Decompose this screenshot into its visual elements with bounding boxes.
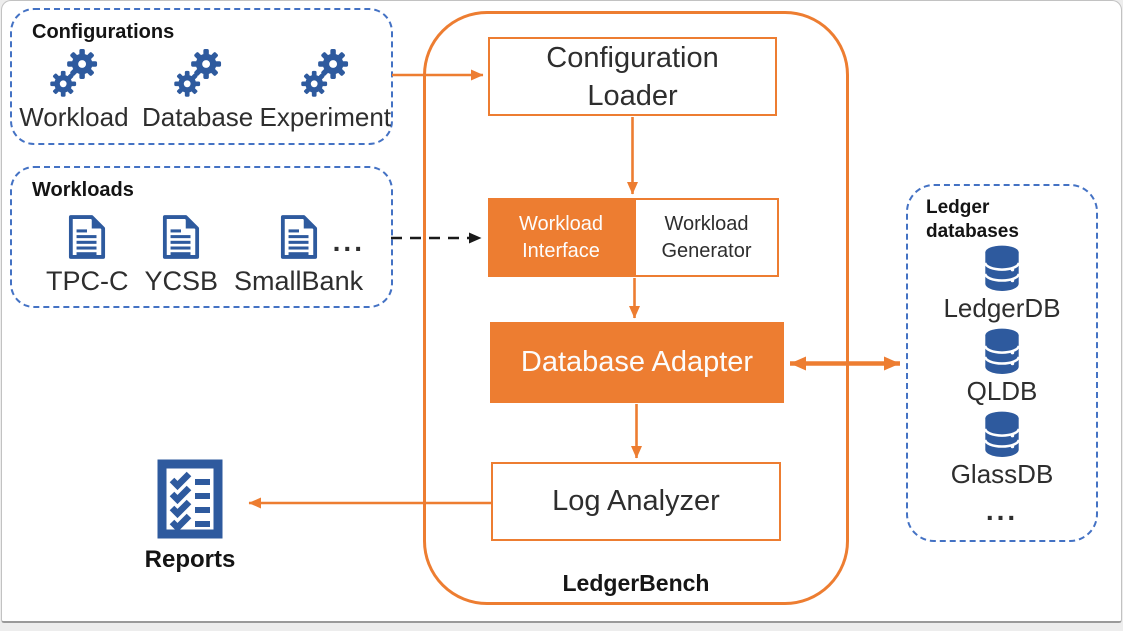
ledger-db-item-label: LedgerDB [943, 293, 1061, 323]
database-icon [984, 244, 1020, 292]
workload-interface-box: Workload Interface [488, 198, 634, 277]
ledger-databases-items: LedgerDB QLDB GlassDB ... [908, 244, 1096, 527]
database-adapter-box: Database Adapter [490, 322, 784, 403]
reports-group: Reports [130, 459, 250, 574]
reports-label: Reports [144, 546, 236, 573]
configuration-item-database: Database [136, 46, 260, 133]
workload-item-ycsb: YCSB [144, 214, 219, 297]
workloads-panel: Workloads TPC-C YCSB SmallBank ... [10, 166, 393, 308]
workload-item-tpcc: TPC-C [46, 214, 129, 297]
configurations-items: Workload Database Experiment [12, 46, 391, 133]
gears-icon [171, 46, 225, 100]
document-icon [280, 214, 318, 259]
configurations-title: Configurations [32, 21, 175, 43]
ledger-databases-title: Ledger databases [926, 197, 1019, 242]
gears-icon [47, 46, 101, 100]
database-icon [984, 327, 1020, 375]
database-icon [984, 410, 1020, 458]
ledger-db-item-label: GlassDB [950, 459, 1054, 489]
workloads-ellipsis: ... [332, 226, 365, 257]
ledgerbench-label: LedgerBench [562, 570, 710, 596]
ledger-databases-ellipsis: ... [985, 495, 1019, 526]
ledger-db-item-glassdb: GlassDB [950, 410, 1054, 493]
configuration-item-workload: Workload [12, 46, 136, 133]
configuration-item-label: Database [141, 102, 254, 132]
workload-item-label: TPC-C [46, 266, 129, 296]
workloads-items: TPC-C YCSB SmallBank [46, 214, 363, 297]
log-analyzer-box: Log Analyzer [491, 462, 781, 541]
ledger-db-item-label: QLDB [966, 376, 1038, 406]
gears-icon [298, 46, 352, 100]
configuration-item-experiment: Experiment [259, 46, 392, 133]
workload-item-label: SmallBank [234, 266, 364, 296]
workloads-title: Workloads [32, 179, 134, 201]
workload-item-smallbank: SmallBank [234, 214, 363, 297]
configuration-item-label: Experiment [259, 102, 392, 132]
configuration-item-label: Workload [19, 102, 129, 132]
workload-item-label: YCSB [144, 266, 219, 296]
document-icon [69, 214, 107, 259]
configuration-loader-box: Configuration Loader [488, 37, 777, 116]
ledgerbench-container [423, 11, 849, 605]
ledger-db-item-ledgerdb: LedgerDB [943, 244, 1061, 327]
ledger-db-item-qldb: QLDB [966, 327, 1038, 410]
ledger-databases-panel: Ledger databases LedgerDB QLDB GlassDB .… [906, 184, 1098, 542]
configurations-panel: Configurations Workload Database Experim… [10, 8, 393, 145]
workload-generator-box: Workload Generator [634, 198, 779, 277]
report-checklist-icon [157, 459, 223, 539]
document-icon [163, 214, 201, 259]
